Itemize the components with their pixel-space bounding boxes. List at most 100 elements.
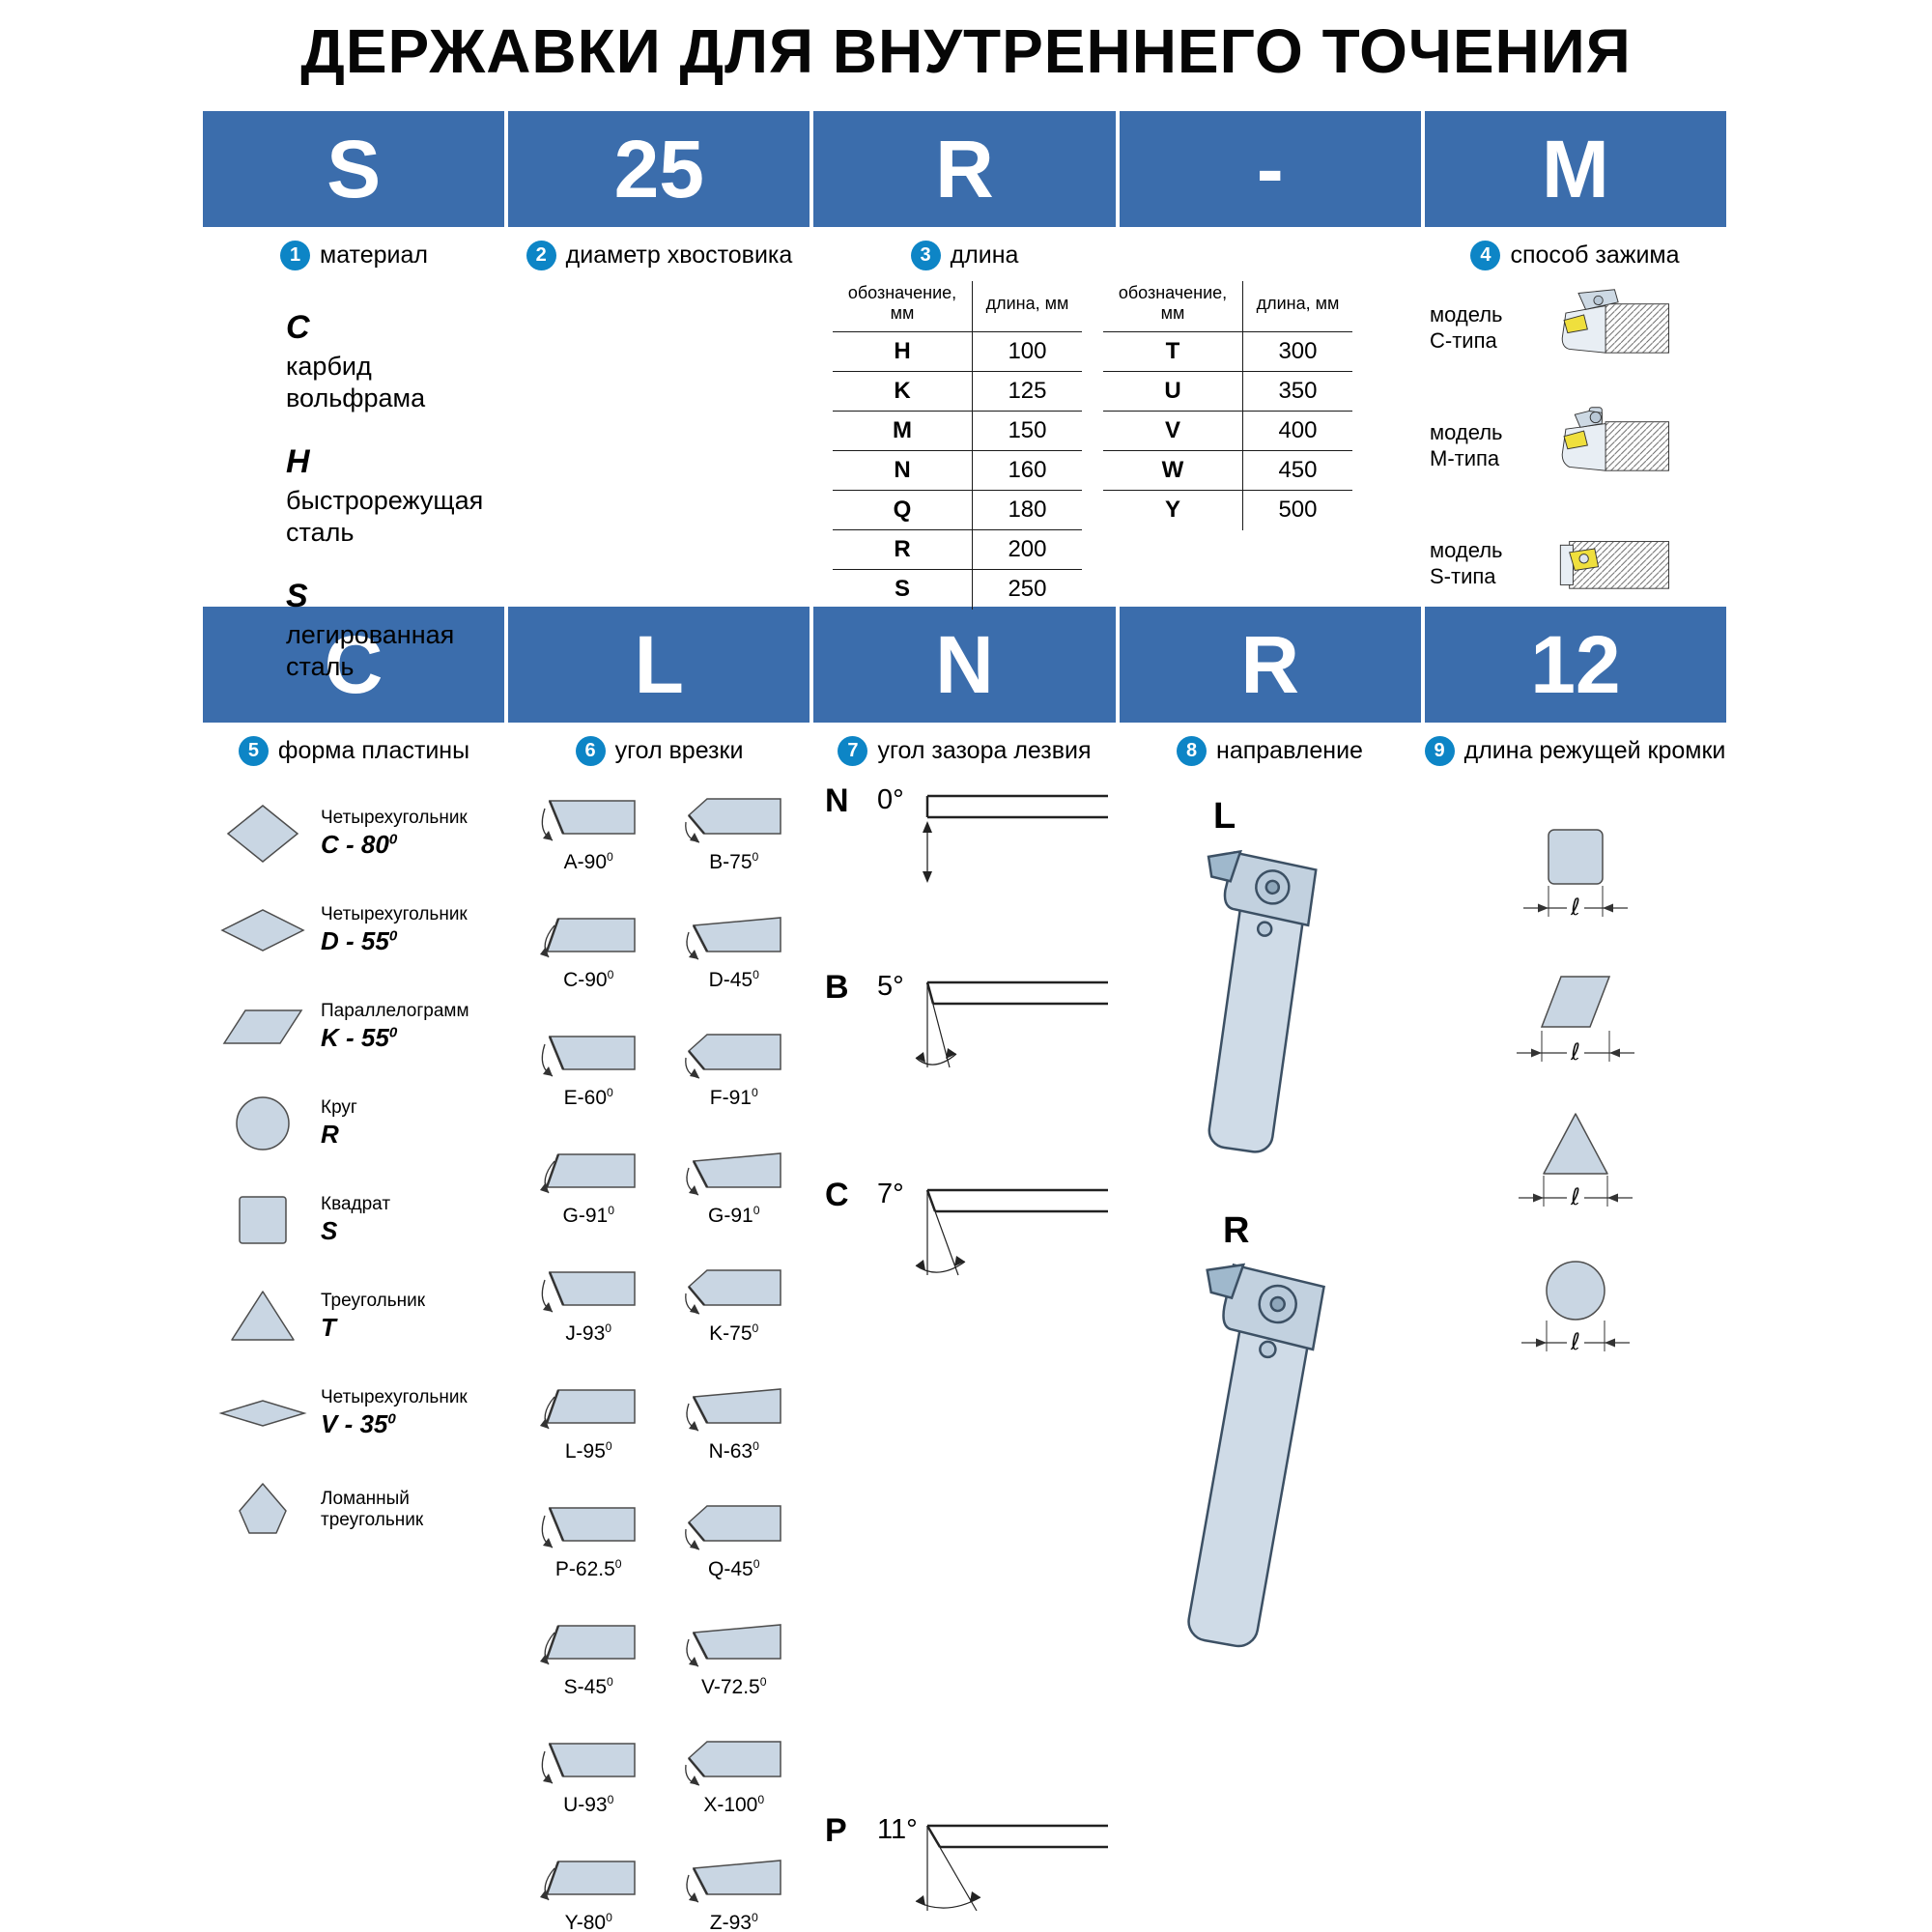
insert-shape-item: Круг R [218, 1075, 505, 1172]
entry-angle-diagram [540, 1389, 636, 1430]
clearance-diagram [915, 1824, 1108, 1912]
insert-shape-item: Четырехугольник V - 350 [218, 1365, 505, 1462]
entry-angle-label: L-950 [564, 1439, 612, 1463]
entry-angle-item: P-62.50 [516, 1496, 662, 1581]
entry-angle-label: B-750 [709, 850, 759, 873]
code-top-cell-0: S [203, 111, 505, 227]
code-top-cell-2: R [813, 111, 1116, 227]
length-row: W 450 [1103, 450, 1352, 491]
insert-shape-name: Квадрат [321, 1193, 391, 1214]
insert-shape-text: Параллелограмм K - 550 [321, 1001, 469, 1054]
entry-angle-label: N-630 [708, 1439, 759, 1463]
entry-angle-label: Y-800 [564, 1911, 612, 1932]
clamp-item: модель C-типа [1430, 286, 1726, 369]
material-list: C карбид вольфрама H быстрорежущая сталь… [203, 270, 505, 683]
badge-4: 4 [1470, 241, 1501, 270]
insert-shape-name: Треугольник [321, 1290, 426, 1311]
section-insert-shape: 5 форма пластины Четырехугольник C - 800… [203, 723, 505, 1932]
entry-angle-diagram [540, 918, 636, 958]
parallelogram-icon [222, 1009, 303, 1044]
edge-length-square-icon: ℓ [1522, 829, 1628, 921]
clamp-item: модель S-типа [1430, 522, 1726, 605]
entry-angle-item: Z-930 [662, 1850, 808, 1932]
section-entry-angle-label: угол врезки [614, 737, 744, 764]
length-value: 100 [972, 331, 1082, 372]
trigon-icon [239, 1483, 287, 1534]
entry-angle-item: S-450 [516, 1614, 662, 1699]
section-entry-angle-header: 6 угол врезки [508, 723, 810, 766]
entry-angle-item: U-930 [516, 1732, 662, 1817]
direction-l-tool [1146, 842, 1378, 1176]
section-direction: 8 направление L R [1119, 723, 1421, 1932]
insert-shape-name: Параллелограмм [321, 1000, 469, 1021]
direction-l-tool-image [1207, 849, 1318, 1153]
length-value: 450 [1242, 450, 1352, 491]
code-top-cell-3: - [1119, 111, 1421, 227]
clearance-item-C: C 7° [823, 1177, 1113, 1341]
code-bottom-cell-3: R [1119, 607, 1421, 723]
section-length-header: 3 длина [813, 227, 1116, 270]
insert-shape-name: Ломанный треугольник [321, 1489, 424, 1530]
length-col-header: длина, мм [972, 281, 1082, 332]
code-bottom-cell-4: 12 [1424, 607, 1727, 723]
clearance-code: C [825, 1177, 849, 1213]
entry-angle-item: F-910 [662, 1025, 808, 1110]
length-code: Q [833, 490, 973, 530]
insert-shape-text: Квадрат S [321, 1194, 390, 1247]
length-value: 200 [972, 529, 1082, 570]
entry-angle-label: G-910 [708, 1204, 760, 1227]
badge-8: 8 [1177, 736, 1208, 766]
insert-shape-list: Четырехугольник C - 800 Четырехугольник … [203, 766, 505, 1558]
svg-text:ℓ: ℓ [1570, 1038, 1580, 1065]
section-material: 1 материал C карбид вольфрама H быстроре… [203, 227, 505, 681]
clamp-c-icon [1561, 289, 1669, 354]
direction-r-label: R [1223, 1210, 1250, 1251]
entry-angle-item: V-72.50 [662, 1614, 808, 1699]
entry-angle-diagram [541, 1743, 636, 1784]
svg-text:ℓ: ℓ [1570, 1328, 1580, 1355]
entry-angle-item: X-1000 [662, 1732, 808, 1817]
entry-angle-diagram [541, 1271, 636, 1313]
entry-angle-item: Y-800 [516, 1850, 662, 1932]
direction-r-tool [1132, 1254, 1374, 1674]
entry-angle-diagram [541, 1507, 636, 1548]
entry-angle-item: G-910 [662, 1143, 808, 1228]
insert-shape-item: Квадрат S [218, 1172, 505, 1268]
entry-angle-label: C-900 [563, 968, 614, 991]
entry-angle-diagram [684, 1741, 781, 1786]
length-row: R 200 [833, 529, 1082, 570]
entry-angle-diagram [684, 798, 781, 843]
badge-1: 1 [280, 241, 310, 270]
edge-length-triangle-icon: ℓ [1518, 1113, 1633, 1210]
clearance-degree: 11° [877, 1814, 918, 1845]
entry-angle-label: F-910 [709, 1086, 758, 1109]
badge-7: 7 [838, 736, 868, 766]
length-value: 350 [1242, 371, 1352, 412]
edge-length-item: ℓ [1503, 1098, 1648, 1224]
length-row: T 300 [1103, 331, 1352, 372]
entry-angle-item: G-910 [516, 1143, 662, 1228]
circle-icon [236, 1096, 290, 1151]
diamond-35-icon [218, 1400, 307, 1427]
length-row: H 100 [833, 331, 1082, 372]
length-col-header: длина, мм [1242, 281, 1352, 332]
entry-angle-diagram [684, 1505, 781, 1550]
insert-shape-code: V - 350 [321, 1409, 396, 1439]
section-direction-header: 8 направление [1119, 723, 1421, 766]
length-value: 250 [1008, 576, 1047, 603]
clearance-item-N: N 0° [823, 782, 1113, 947]
diamond-55-icon [220, 909, 305, 952]
section-clamp-header: 4 способ зажима [1424, 227, 1726, 270]
length-code: R [833, 529, 973, 570]
entry-angle-diagram [541, 1036, 636, 1077]
section-shank-label: диаметр хвостовика [565, 242, 793, 269]
entry-angle-item: K-750 [662, 1261, 808, 1346]
entry-angle-item: C-900 [516, 907, 662, 992]
entry-angle-grid: A-900 B-750 C-900 D-450 E-600 [508, 766, 810, 1932]
length-code: Y [1103, 490, 1243, 530]
length-code: K [833, 371, 973, 412]
insert-shape-item: Ломанный треугольник [218, 1462, 505, 1558]
entry-angle-item: J-930 [516, 1261, 662, 1346]
